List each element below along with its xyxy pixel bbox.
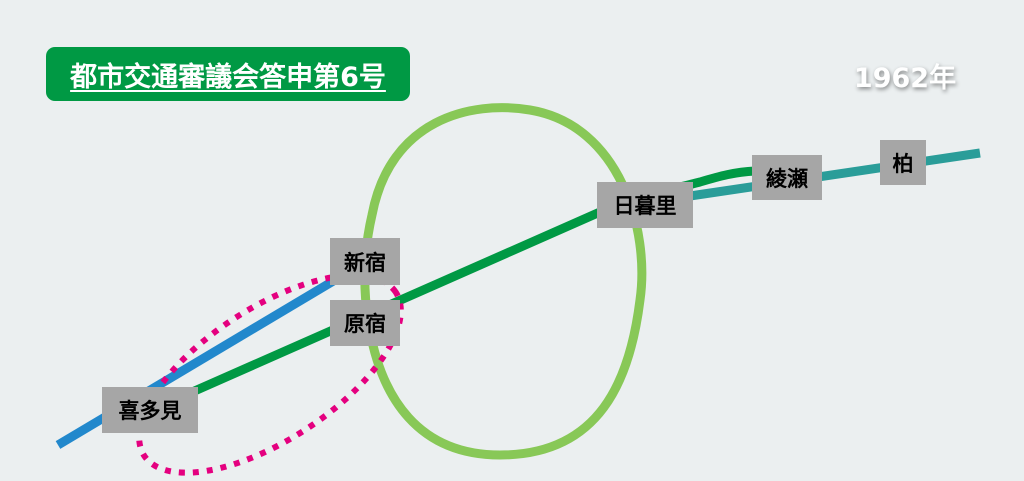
dotted-ellipse [136, 272, 404, 476]
station-kitami: 喜多見 [102, 387, 198, 433]
teal-line [689, 148, 981, 201]
year-label: 1962年 [853, 63, 957, 94]
station-harajuku: 原宿 [330, 300, 400, 346]
station-kashiwa: 柏 [880, 140, 926, 185]
station-shinjuku: 新宿 [330, 238, 400, 285]
title-text: 都市交通審議会答申第6号 [70, 61, 386, 93]
station-nippori: 日暮里 [597, 182, 693, 228]
loop-line [360, 103, 647, 460]
title-badge: 都市交通審議会答申第6号 [46, 47, 410, 101]
station-ayase: 綾瀬 [752, 155, 822, 200]
